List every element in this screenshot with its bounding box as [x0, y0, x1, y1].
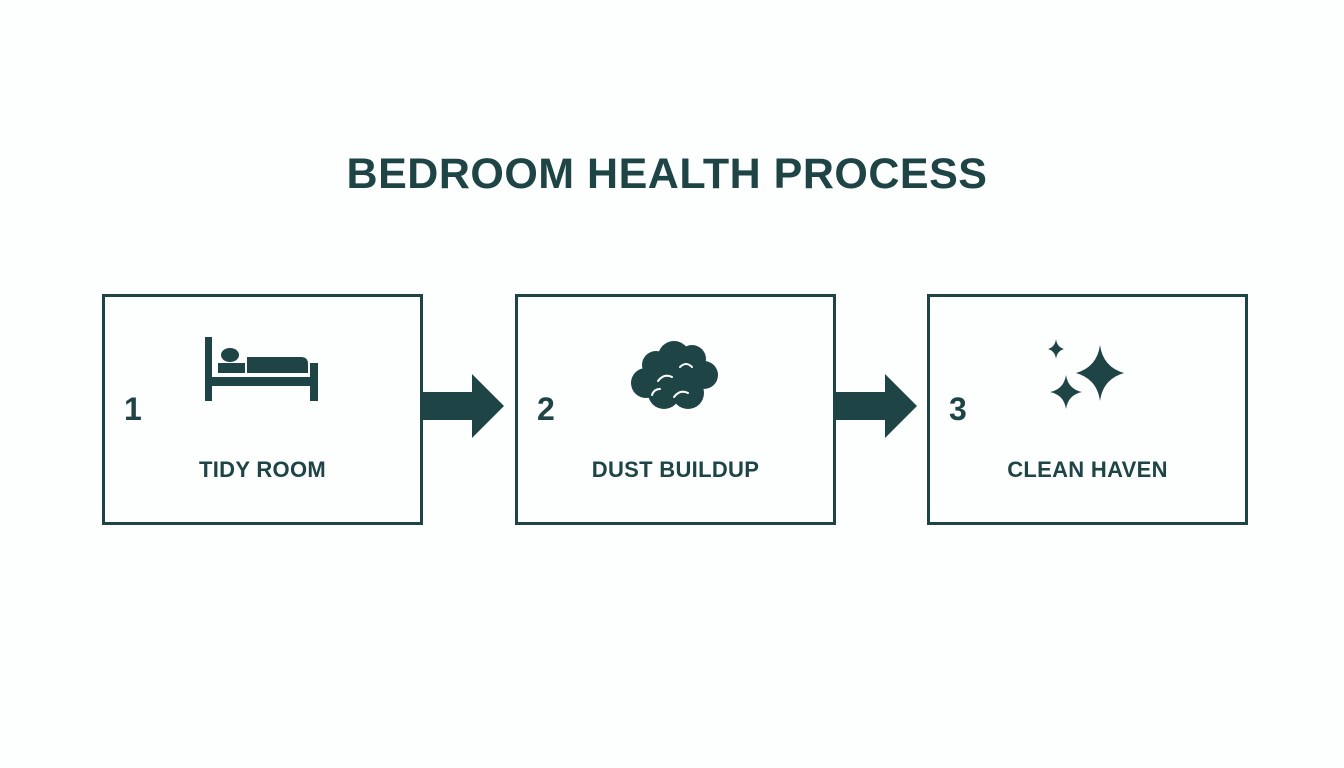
step-label: TIDY ROOM — [199, 457, 326, 482]
right-arrow-icon — [833, 374, 917, 443]
right-arrow-icon — [420, 374, 504, 443]
step-label: DUST BUILDUP — [591, 457, 760, 482]
diagram-title: BEDROOM HEALTH PROCESS — [346, 150, 988, 198]
step-label: CLEAN HAVEN — [1007, 457, 1168, 482]
step-number: 3 — [949, 391, 967, 427]
sparkles-icon — [930, 337, 1245, 417]
step-number: 1 — [124, 391, 142, 427]
step-number: 2 — [537, 391, 555, 427]
bed-icon — [105, 337, 420, 403]
step-box-dust-buildup: 2 DU — [515, 294, 836, 525]
dust-cloud-icon — [518, 337, 833, 413]
step-box-tidy-room: 1 TIDY ROOM — [102, 294, 423, 525]
step-box-clean-haven: 3 CLEAN HAVEN — [927, 294, 1248, 525]
